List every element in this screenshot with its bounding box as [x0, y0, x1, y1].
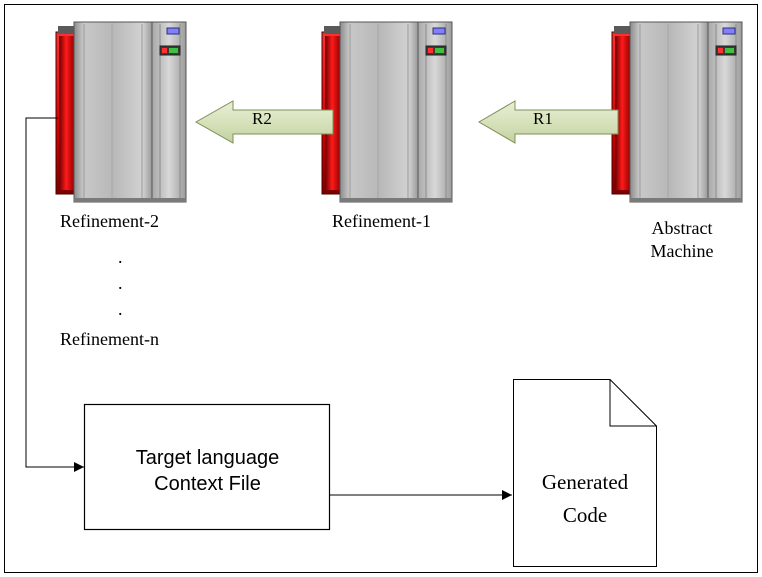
refinement-arrow-r1: [478, 100, 619, 144]
ellipsis-dot-3: .: [118, 299, 123, 319]
label-refinement-n: Refinement-n: [60, 329, 159, 349]
label-abstract-line1: Abstract: [651, 218, 713, 238]
connector-to-target: [25, 117, 84, 472]
server-refinement-2-icon: [55, 21, 187, 203]
outer-frame: [4, 4, 758, 573]
label-refinement-1: Refinement-1: [332, 211, 431, 231]
label-arrow-r1: R1: [533, 109, 553, 128]
generated-doc-line1: Generated: [541, 470, 629, 494]
label-arrow-r2: R2: [252, 109, 272, 128]
generated-doc-line2: Code: [562, 503, 608, 527]
label-abstract-line2: Machine: [650, 241, 714, 261]
server-abstract-machine-icon: [611, 21, 743, 203]
target-context-box: [83, 403, 331, 531]
label-refinement-2: Refinement-2: [60, 211, 159, 231]
refinement-arrow-r2: [194, 100, 334, 144]
ellipsis-dot-2: .: [118, 273, 123, 293]
target-box-line2: Context File: [154, 473, 261, 495]
document-fold-icon: [609, 379, 657, 427]
target-box-line1: Target language: [135, 447, 280, 469]
ellipsis-dot-1: .: [118, 247, 123, 267]
server-refinement-1-icon: [321, 21, 453, 203]
